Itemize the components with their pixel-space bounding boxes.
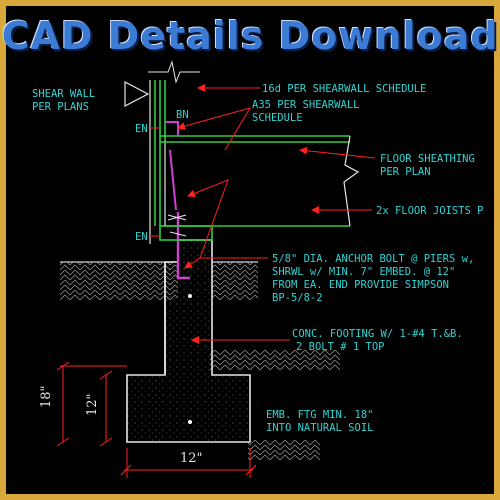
deep-soil-hatch bbox=[210, 350, 340, 370]
leader-floor-sheathing bbox=[299, 146, 376, 159]
dim-label-width: 12" bbox=[180, 451, 203, 466]
note-footing-1: CONC. FOOTING W/ 1-#4 T.&B. bbox=[292, 328, 463, 340]
floor-sheathing bbox=[160, 135, 350, 143]
dim-depth-inner-ticks bbox=[99, 370, 113, 447]
note-a35-2: SCHEDULE bbox=[252, 112, 303, 124]
concrete-footing bbox=[126, 239, 251, 443]
note-nailing: 16d PER SHEARWALL SCHEDULE bbox=[262, 83, 426, 95]
note-footing-2: 2 BOLT # 1 TOP bbox=[296, 341, 385, 353]
note-en-bottom: EN bbox=[135, 231, 148, 243]
note-shear-wall-1: SHEAR WALL bbox=[32, 88, 95, 100]
dim-depth-outer-ticks bbox=[56, 361, 127, 447]
note-shear-wall-2: PER PLANS bbox=[32, 101, 89, 113]
wall-break bbox=[148, 60, 200, 84]
note-embed-1: EMB. FTG MIN. 18" bbox=[266, 409, 373, 421]
dim-width-ticks bbox=[120, 448, 257, 478]
sill-plate bbox=[159, 225, 213, 241]
shear-wall-marker bbox=[124, 81, 150, 107]
soil-hatch-left bbox=[60, 262, 178, 300]
note-anchor-bolt-2: SHRWL w/ MIN. 7" EMBED. @ 12" bbox=[272, 266, 455, 278]
note-anchor-bolt-1: 5/8" DIA. ANCHOR BOLT @ PIERS w, bbox=[272, 253, 474, 265]
note-embed-2: INTO NATURAL SOIL bbox=[266, 422, 373, 434]
note-floor-joists: 2x FLOOR JOISTS P bbox=[376, 205, 483, 217]
note-a35-1: A35 PER SHEARWALL bbox=[252, 99, 359, 111]
leader-a35 bbox=[177, 107, 251, 130]
soil-hatch-right bbox=[212, 262, 258, 300]
dim-label-depth-inner: 12" bbox=[85, 393, 100, 416]
leader-a35-b bbox=[224, 107, 251, 151]
rebar-bottom bbox=[188, 420, 192, 424]
note-anchor-bolt-3: FROM EA. END PROVIDE SIMPSON bbox=[272, 279, 449, 291]
deep-soil-hatch-2 bbox=[248, 440, 320, 460]
leader-anchor-bolt-b bbox=[187, 179, 229, 259]
note-floor-sheathing-2: PER PLAN bbox=[380, 166, 431, 178]
note-bn: BN bbox=[176, 109, 189, 121]
note-en-top: EN bbox=[135, 123, 148, 135]
note-floor-sheathing-1: FLOOR SHEATHING bbox=[380, 153, 475, 165]
nail-marks bbox=[167, 214, 187, 237]
note-anchor-bolt-4: BP-5/8-2 bbox=[272, 292, 323, 304]
a35-clip bbox=[165, 121, 179, 211]
break-line bbox=[343, 135, 360, 227]
banner-title: CAD Details Download bbox=[1, 14, 499, 58]
rebar-top bbox=[188, 294, 192, 298]
dim-label-depth-outer: 18" bbox=[39, 385, 54, 408]
shear-wall-studs bbox=[154, 80, 166, 226]
